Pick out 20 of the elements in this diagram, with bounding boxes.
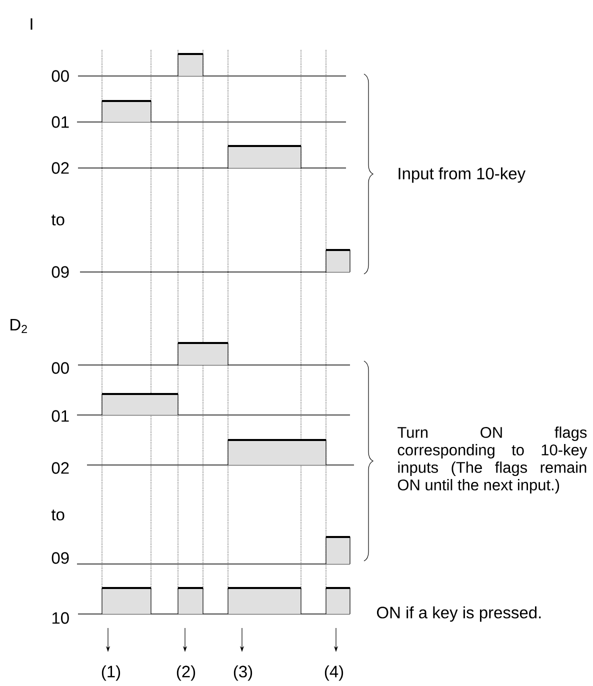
note-text: ON if a key is pressed. <box>376 606 541 622</box>
step-label: (3) <box>234 665 252 681</box>
row-label: 00 <box>52 70 69 82</box>
row-label: to <box>51 510 64 520</box>
row-label: to <box>51 214 64 226</box>
row-label: 00 <box>52 362 69 374</box>
row-label: 01 <box>52 116 69 128</box>
note-text: Turn ON flags corresponding to 10-key inputs (The flags remain ON until the next input.) <box>398 426 588 494</box>
row-label: 10 <box>52 612 69 624</box>
note-text: Input from 10-key <box>398 167 526 183</box>
step-label: (2) <box>176 665 196 681</box>
row-label: 09 <box>52 266 69 278</box>
row-label: 02 <box>52 162 69 174</box>
section-label: I <box>30 18 32 30</box>
step-label: (4) <box>324 665 344 681</box>
section-label: D$_{2}$ <box>10 319 27 333</box>
row-label: 02 <box>52 462 69 474</box>
step-label: (1) <box>102 665 120 681</box>
row-label: 09 <box>52 552 69 564</box>
row-label: 01 <box>52 410 69 422</box>
